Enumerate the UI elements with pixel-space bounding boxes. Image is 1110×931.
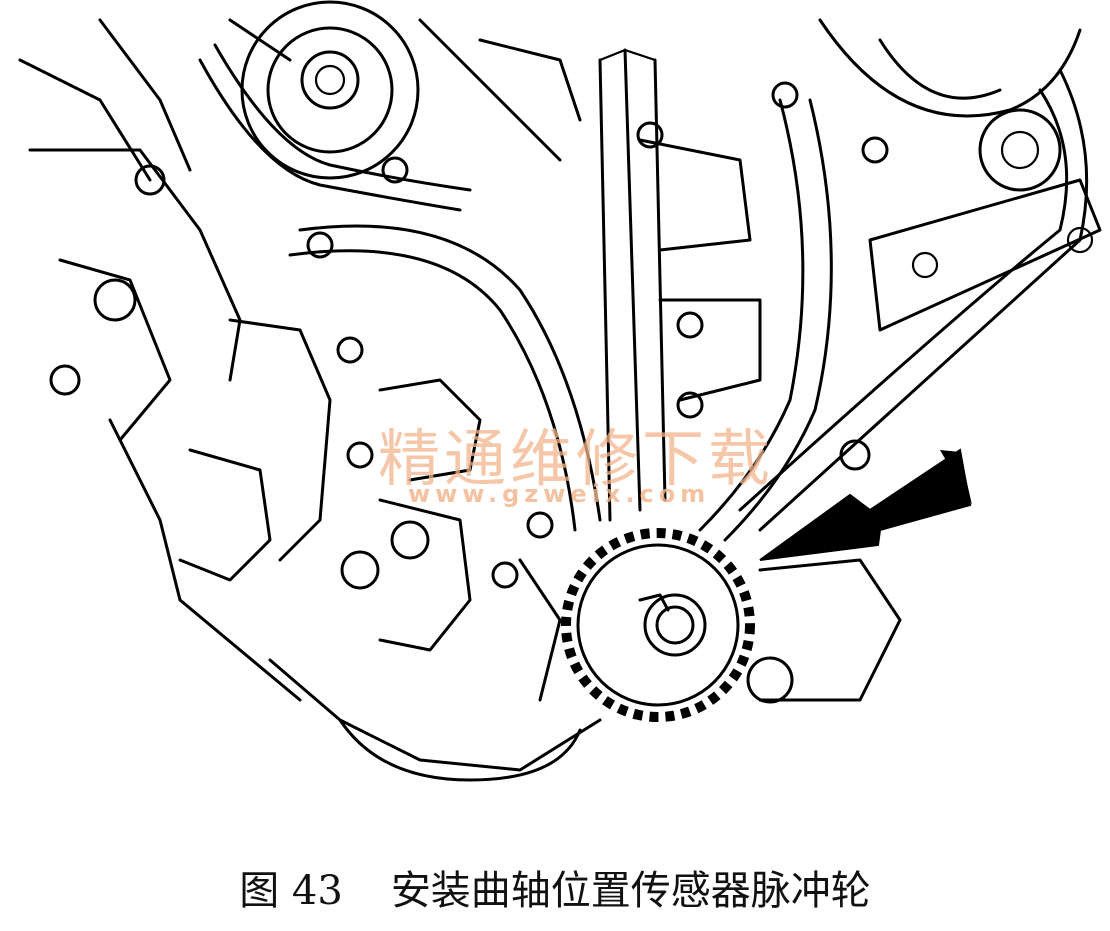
crankshaft-sprocket-icon <box>561 528 755 722</box>
figure-caption-text: 安装曲轴位置传感器脉冲轮 <box>390 868 871 914</box>
watermark-url: www.gzweix.com <box>408 480 711 508</box>
chain-guide-rail <box>598 48 667 522</box>
watermark-text: 精通维修下载 <box>378 422 775 495</box>
engine-block-outline <box>18 18 762 782</box>
arrow-pointer-icon <box>759 448 972 561</box>
engine-timing-drawing-icon <box>18 0 1102 782</box>
engine-timing-diagram <box>18 0 1102 782</box>
right-timing-chain <box>698 68 1089 542</box>
chain-tensioner <box>746 178 1102 704</box>
figure-caption: 图 43 安装曲轴位置传感器脉冲轮 <box>0 858 1110 916</box>
upper-left-camshaft-sprocket <box>240 0 420 180</box>
bolts <box>49 81 889 590</box>
upper-right-camshaft-sprocket <box>818 18 1082 192</box>
figure-number: 图 43 <box>239 868 343 914</box>
left-timing-chain <box>198 43 602 532</box>
